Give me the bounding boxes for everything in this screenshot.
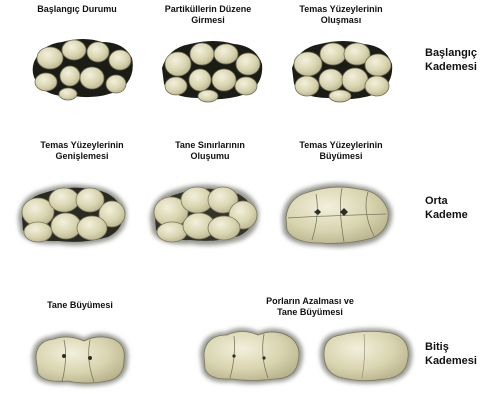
particle [329,90,351,102]
particle [62,40,86,60]
particle [77,216,107,240]
particles-neck-formation [288,34,398,104]
particle [320,43,346,65]
particle [60,66,80,86]
particle [76,188,104,212]
particles-initial-state [28,32,138,102]
grain-mass [324,331,408,380]
particle [165,77,187,95]
particle [109,50,131,70]
particle [49,188,79,212]
pore [62,354,66,358]
particle [198,90,218,102]
particles-grain-boundaries [146,178,264,250]
particle [190,43,214,65]
particle [295,76,319,96]
particle [87,42,109,62]
particles-neck-growth [14,178,132,250]
particle [342,68,368,92]
particle [51,213,81,239]
particles-pore-reduction-b [316,322,416,388]
particle [106,75,126,93]
particle [208,216,240,240]
particles-pore-reduction-a [196,322,308,388]
particle [212,69,236,91]
particle [236,53,260,75]
grain-mass [204,332,299,381]
particle [165,52,191,76]
particle [365,76,389,96]
particle [189,69,211,91]
grain-mass [36,337,124,383]
particle [80,67,104,89]
step-label-initial-state: Başlangıç Durumu [22,4,132,15]
particle [157,222,187,242]
particles-grain-growth [28,328,132,388]
particle [294,52,322,76]
particle [37,47,63,69]
particle [24,222,52,242]
pore [88,356,92,360]
particle [214,44,238,64]
particle [319,69,343,91]
pore [232,354,235,357]
particle [235,77,257,95]
particles-rearrangement [158,34,268,104]
particle [365,54,391,76]
particle [59,88,77,100]
step-label-grain-growth: Tane Büyümesi [30,300,130,311]
particle [35,73,57,91]
particles-contact-growth [278,178,396,250]
pore [262,356,265,359]
